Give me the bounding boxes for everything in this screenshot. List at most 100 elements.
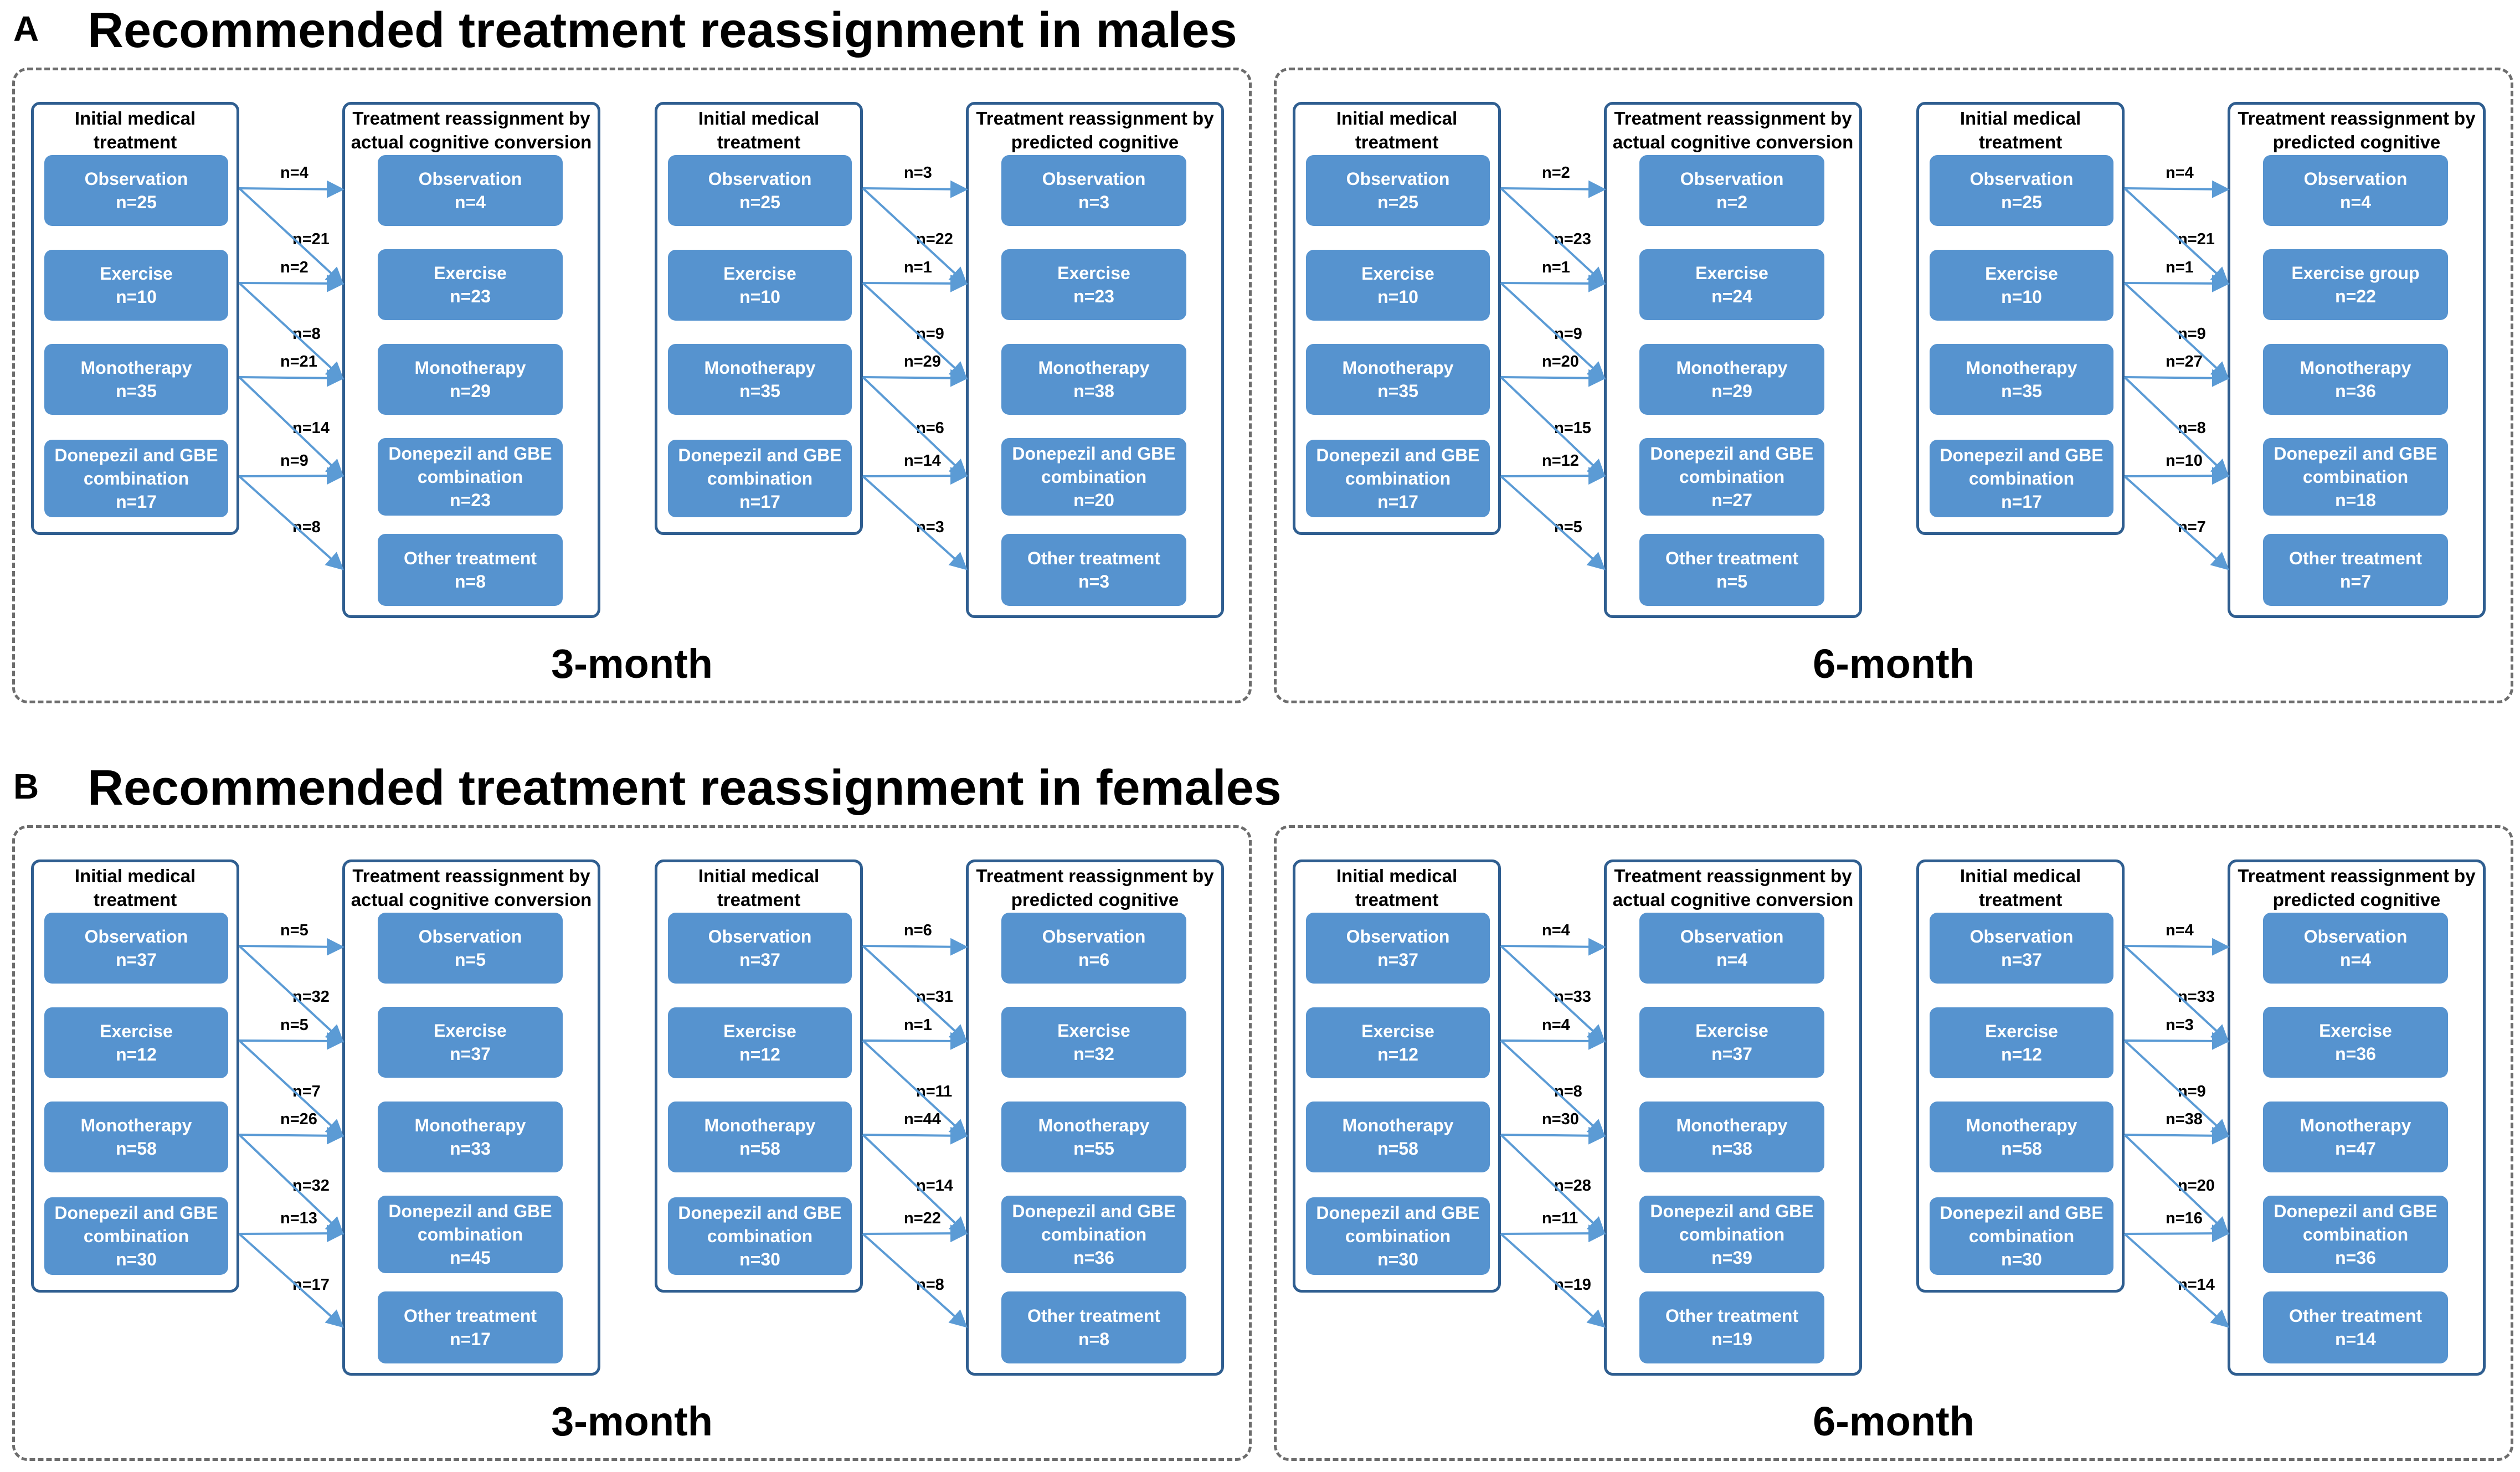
treatment-count: n=23: [450, 286, 491, 306]
flow-count-label: n=8: [1554, 1083, 1582, 1100]
treatment-name: Donepezil and GBE combination: [388, 1201, 552, 1244]
section-letter: B: [13, 766, 39, 806]
flow-count-label: n=9: [2178, 1083, 2206, 1100]
treatment-count: n=8: [1078, 1329, 1110, 1349]
treatment-count: n=23: [1073, 286, 1114, 306]
treatment-count: n=4: [454, 192, 486, 212]
treatment-name: Observation: [84, 169, 188, 189]
treatment-name: Observation: [1969, 927, 2074, 946]
treatment-name: Donepezil and GBE combination: [54, 1203, 218, 1246]
initial-treatment-header: Initial medical treatment: [1960, 108, 2081, 152]
treatment-count: n=37: [1711, 1044, 1752, 1064]
flow-count-label: n=38: [2166, 1110, 2203, 1128]
flow-count-label: n=33: [1554, 988, 1591, 1006]
treatment-count: n=45: [450, 1248, 491, 1268]
flow-count-label: n=15: [1554, 419, 1591, 437]
flow-count-label: n=21: [280, 353, 317, 370]
treatment-count: n=17: [1377, 492, 1418, 512]
treatment-name: Exercise: [1361, 264, 1434, 284]
period-label: 3-month: [551, 1398, 713, 1444]
flow-count-label: n=3: [916, 518, 944, 536]
flow-count-label: n=33: [2178, 988, 2215, 1006]
treatment-count: n=35: [1377, 381, 1418, 401]
treatment-count: n=36: [2335, 1248, 2376, 1268]
flow-count-label: n=19: [1554, 1276, 1591, 1294]
treatment-name: Donepezil and GBE combination: [2274, 444, 2437, 487]
flow-count-label: n=20: [1542, 353, 1579, 370]
treatment-name: Donepezil and GBE combination: [1940, 445, 2104, 488]
flow-count-label: n=14: [904, 452, 941, 470]
treatment-name: Donepezil and GBE combination: [678, 1203, 842, 1246]
initial-treatment-header: Initial medical treatment: [698, 108, 820, 152]
treatment-count: n=24: [1711, 286, 1752, 306]
flow-count-label: n=30: [1542, 1110, 1579, 1128]
treatment-name: Observation: [708, 927, 812, 946]
treatment-name: Observation: [2303, 927, 2408, 946]
initial-treatment-header: Initial medical treatment: [74, 108, 196, 152]
flow-count-label: n=7: [2178, 518, 2206, 536]
initial-treatment-header: Initial medical treatment: [1960, 866, 2081, 910]
treatment-count: n=37: [1377, 950, 1418, 970]
treatment-count: n=37: [116, 950, 157, 970]
treatment-count: n=17: [450, 1329, 491, 1349]
period-label: 6-month: [1813, 1398, 1974, 1444]
flow-count-label: n=1: [2166, 259, 2194, 276]
treatment-count: n=12: [116, 1044, 157, 1064]
flow-count-label: n=4: [1542, 1016, 1570, 1034]
treatment-count: n=37: [739, 950, 780, 970]
treatment-name: Observation: [2303, 169, 2408, 189]
treatment-name: Other treatment: [2288, 548, 2423, 568]
treatment-count: n=10: [739, 287, 780, 307]
flow-count-label: n=5: [280, 922, 308, 939]
period-group-box: [12, 825, 1252, 1461]
treatment-name: Monotherapy: [414, 358, 526, 378]
treatment-name: Observation: [1969, 169, 2074, 189]
treatment-count: n=5: [454, 950, 486, 970]
initial-treatment-header: Initial medical treatment: [74, 866, 196, 910]
treatment-count: n=30: [116, 1249, 157, 1269]
treatment-count: n=4: [2339, 950, 2372, 970]
treatment-name: Other treatment: [2288, 1306, 2423, 1326]
treatment-name: Other treatment: [1665, 1306, 1799, 1326]
flow-count-label: n=5: [1554, 518, 1582, 536]
treatment-name: Monotherapy: [1966, 1115, 2077, 1135]
treatment-name: Monotherapy: [1966, 358, 2077, 378]
treatment-count: n=29: [1711, 381, 1752, 401]
treatment-count: n=6: [1078, 950, 1110, 970]
flow-count-label: n=8: [292, 325, 321, 343]
treatment-name: Exercise group: [2291, 263, 2420, 283]
flow-count-label: n=12: [1542, 452, 1579, 470]
treatment-count: n=12: [739, 1044, 780, 1064]
treatment-count: n=39: [1711, 1248, 1752, 1268]
treatment-count: n=38: [1711, 1139, 1752, 1159]
treatment-count: n=22: [2335, 286, 2376, 306]
treatment-count: n=18: [2335, 490, 2376, 510]
flow-count-label: n=8: [916, 1276, 944, 1294]
treatment-name: Exercise: [1057, 1021, 1130, 1041]
flow-count-label: n=9: [2178, 325, 2206, 343]
treatment-count: n=5: [1716, 572, 1748, 591]
treatment-count: n=36: [2335, 381, 2376, 401]
